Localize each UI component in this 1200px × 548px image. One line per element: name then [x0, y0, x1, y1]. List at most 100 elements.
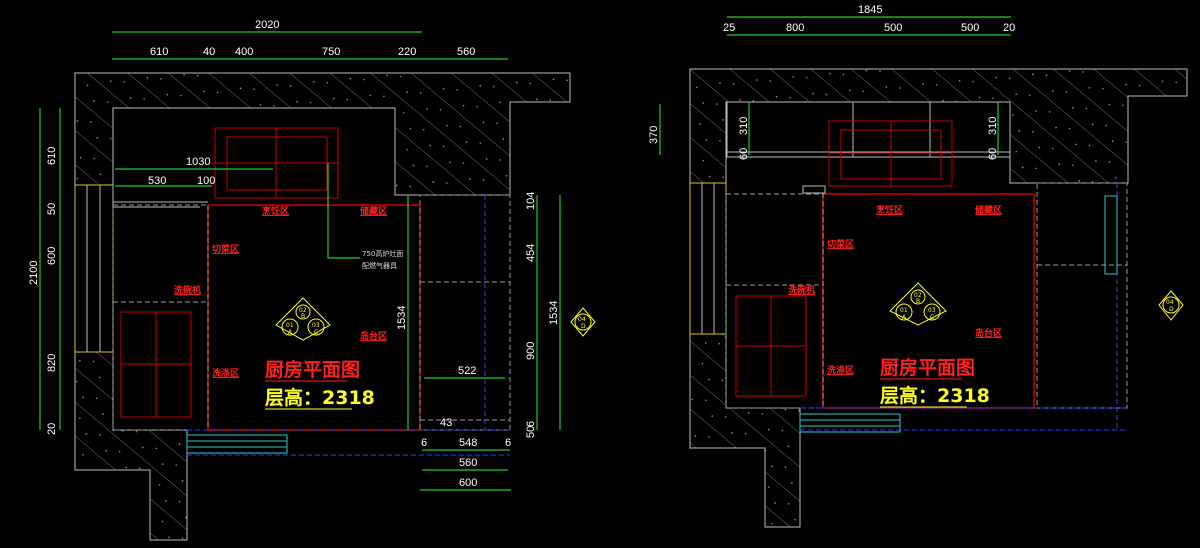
dim-inner: 1030 530 100 [115, 156, 273, 187]
zone-label: 储藏区 [360, 205, 387, 217]
drawing-line [1158, 290, 1184, 321]
zone-label: 洗涤区 [827, 364, 854, 376]
dimension-label: 610 [150, 46, 168, 58]
dimension-label: 220 [398, 46, 416, 58]
range-hood [214, 127, 339, 199]
dimension-label: 454 [525, 244, 537, 262]
dimension-label: 6 [505, 437, 511, 449]
dimension-label: 04 [578, 316, 586, 323]
dim-inner: 310 60 310 60 [738, 102, 999, 160]
dimension-label: 104 [525, 192, 537, 210]
drawing-line [689, 182, 727, 335]
dimension-label: 60 [738, 148, 750, 160]
zone-label: 岛台区 [975, 327, 1002, 339]
dimension-label: A [288, 329, 293, 336]
annotation-note: 750高炉灶面 [362, 249, 403, 258]
elevation-index-side [570, 307, 596, 337]
dimension-label: 500 [884, 22, 902, 34]
zone-label: 岛台区 [360, 330, 387, 342]
drawing-line [281, 318, 299, 336]
wall-concrete [689, 68, 1188, 184]
range-hood [828, 120, 953, 187]
dimension-label: 20 [46, 423, 58, 435]
dimension-label: B [301, 313, 305, 320]
dimension-label: 400 [235, 46, 253, 58]
dimension-label: 800 [786, 22, 804, 34]
dim-left: 370 [648, 104, 661, 155]
zone-label: 烹饪区 [876, 204, 903, 216]
dimension-label: 310 [738, 117, 750, 135]
drawing-line [74, 184, 114, 353]
wall-concrete-lower [74, 351, 188, 541]
cabinet-panel [1104, 195, 1118, 275]
drawing-line [1036, 182, 1128, 409]
elevation-index-side [1158, 290, 1184, 321]
dimension-label: 100 [197, 175, 215, 187]
dimension-label: D [1169, 306, 1174, 313]
plan-left: 750高炉灶面 配燃气器具 2020 610 40 400 750 220 56… [28, 19, 596, 541]
dimension-label: 1030 [186, 156, 210, 168]
dimension-label: 50 [525, 426, 537, 438]
dim-cabinet: 522 43 [424, 365, 505, 429]
drawing-line [307, 318, 325, 336]
zone-label: 储藏区 [975, 204, 1002, 216]
zone-label: 洗碗机 [174, 284, 201, 296]
ceiling-height: 层高：2318 [265, 386, 375, 409]
sink [120, 311, 192, 418]
door-threshold [186, 434, 288, 454]
dimension-label: 560 [459, 457, 477, 469]
drawing-line [570, 307, 596, 337]
dimension-label: 43 [440, 417, 452, 429]
dimension-label: 750 [322, 46, 340, 58]
dimension-label: A [902, 314, 907, 321]
dimension-label: C [930, 314, 934, 321]
zone-label: 切菜区 [827, 238, 854, 250]
drawing-line [802, 185, 826, 194]
dimension-label: 03 [928, 307, 936, 314]
leader-line [327, 163, 360, 259]
annotation-note: 配燃气器具 [362, 261, 397, 270]
drawing-line [186, 440, 288, 448]
zone-label: 切菜区 [212, 243, 239, 255]
dimension-label: C [314, 329, 318, 336]
drawing-line [895, 303, 913, 321]
drawing-title: 厨房平面图 [265, 358, 360, 381]
zone-label: 洗碗机 [788, 284, 815, 296]
dimension-label: 02 [914, 292, 922, 299]
dimension-label: 900 [525, 342, 537, 360]
dimension-label: 2100 [28, 261, 40, 285]
drawing-line [799, 425, 901, 433]
dimension-label: 04 [1166, 299, 1174, 306]
drawing-line [923, 303, 941, 321]
drawing-line [1162, 296, 1180, 314]
dimension-label: 20 [1003, 22, 1015, 34]
door-threshold [799, 413, 901, 433]
drawing-line [186, 446, 288, 454]
drawing-line [799, 413, 901, 421]
drawing-line [889, 282, 947, 326]
dimension-label: 560 [457, 46, 475, 58]
dim-bottom: 6 548 6 560 600 [420, 437, 511, 491]
drawing-title: 厨房平面图 [880, 356, 975, 379]
dimension-label: 530 [148, 175, 166, 187]
kitchen-island-outline [207, 204, 421, 431]
sink [735, 295, 807, 397]
drawing-line [295, 304, 311, 320]
drawing-line [910, 289, 926, 305]
drawing-line [275, 297, 331, 341]
dimension-label: B [916, 298, 920, 305]
drawing-line [726, 101, 1011, 158]
plan-right: 370 310 60 310 60 1845 25 800 500 500 20 [648, 4, 1188, 528]
drawing-line [799, 419, 901, 427]
window [689, 182, 727, 335]
dimension-label: 548 [459, 437, 477, 449]
dim-total-width: 2020 [255, 19, 279, 31]
dimension-label: 600 [459, 477, 477, 489]
dimension-label: 60 [987, 148, 999, 160]
dim-top-row: 610 40 400 750 220 560 [150, 46, 475, 58]
drawing-line [574, 313, 592, 331]
dimension-label: 1534 [548, 301, 560, 325]
dimension-label: 01 [286, 322, 294, 329]
dim-total-width: 1845 [858, 4, 882, 16]
